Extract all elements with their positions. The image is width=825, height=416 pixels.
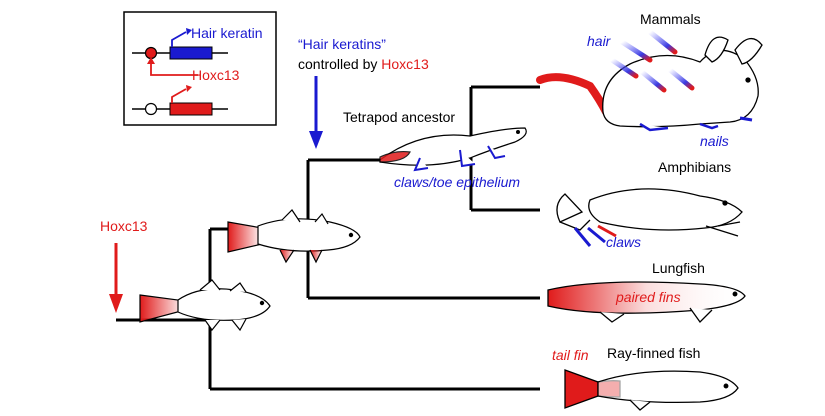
controlled-by-prefix: controlled by bbox=[298, 56, 381, 72]
controlled-by-text: controlled by Hoxc13 bbox=[298, 56, 429, 72]
legend-hoxc13-expression-arrowhead bbox=[186, 85, 192, 92]
ray-finned-feature-tail-fin: tail fin bbox=[552, 347, 589, 363]
ray-finned-fish-drawing bbox=[564, 369, 739, 411]
lobe-finned-fish-drawing bbox=[227, 209, 361, 264]
mammal-drawing bbox=[536, 36, 763, 132]
tetrapod-ancestor-drawing bbox=[379, 127, 527, 172]
mammal-hair-marks bbox=[609, 29, 695, 93]
legend-keratin-arrowhead bbox=[186, 28, 192, 35]
legend-promoter-empty bbox=[144, 102, 158, 116]
mammal-feature-nails: nails bbox=[700, 133, 729, 149]
blue-event-arrowhead bbox=[309, 131, 323, 149]
mammal-feature-hair: hair bbox=[587, 33, 612, 49]
ray-finned-fish-label: Ray-finned fish bbox=[607, 345, 700, 361]
legend-hoxc13-label: Hoxc13 bbox=[192, 67, 240, 83]
legend-keratin-arrow bbox=[171, 31, 187, 47]
legend-hoxc13-gene bbox=[169, 102, 213, 116]
lungfish-drawing bbox=[547, 281, 746, 324]
legend-hair-keratin-label: Hair keratin bbox=[191, 25, 263, 41]
legend-hoxc13-binding-arrow bbox=[150, 63, 198, 76]
legend-keratin-gene bbox=[169, 46, 213, 60]
red-event-arrowhead bbox=[109, 294, 123, 313]
legend-promoter-red bbox=[144, 46, 158, 60]
hair-keratins-quote: “Hair keratins” bbox=[298, 36, 386, 52]
controlled-by-gene: Hoxc13 bbox=[381, 56, 429, 72]
mammals-label: Mammals bbox=[640, 11, 701, 27]
amphibian-drawing bbox=[556, 188, 743, 247]
legend-hoxc13-expression-arrow bbox=[171, 88, 187, 103]
root-hoxc13-label: Hoxc13 bbox=[100, 218, 148, 234]
amphibians-label: Amphibians bbox=[658, 159, 731, 175]
ancestral-fish-drawing bbox=[139, 279, 271, 332]
legend-box: Hair keratin Hoxc13 bbox=[123, 11, 277, 126]
tetrapod-ancestor-label: Tetrapod ancestor bbox=[343, 109, 455, 125]
lungfish-label: Lungfish bbox=[652, 260, 705, 276]
lungfish-feature-paired-fins: paired fins bbox=[615, 289, 681, 305]
amphibian-feature-claws: claws bbox=[606, 234, 641, 250]
legend-hoxc13-binding-arrowhead bbox=[147, 57, 155, 64]
claws-toe-epithelium-label: claws/toe epithelium bbox=[394, 174, 520, 190]
